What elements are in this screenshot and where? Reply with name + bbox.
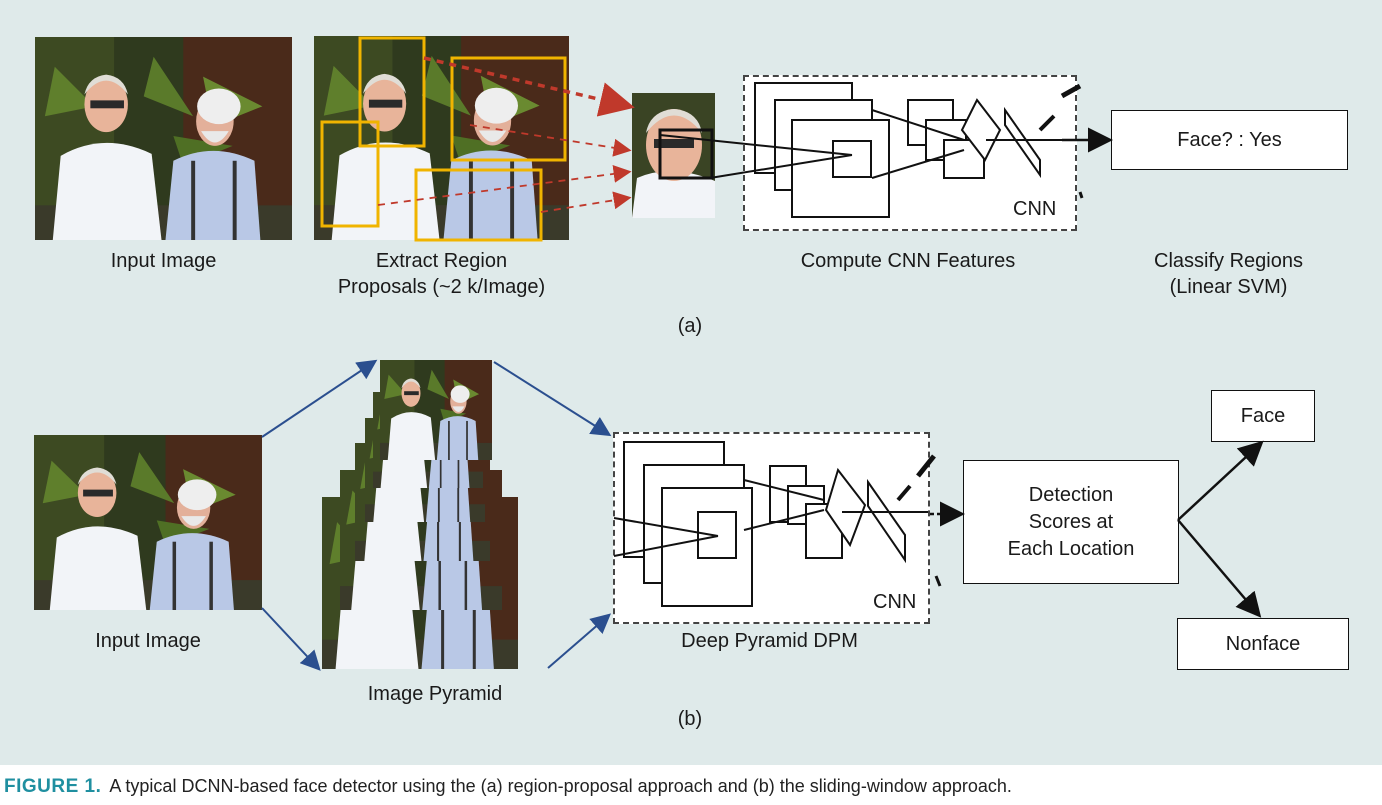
deep-pyramid-dpm-label: Deep Pyramid DPM <box>681 630 858 652</box>
image-pyramid-label: Image Pyramid <box>367 683 503 705</box>
proposal-box-2 <box>450 56 567 162</box>
caption-text: A typical DCNN-based face detector using… <box>109 776 1012 796</box>
cnn-glyph-b <box>613 441 942 607</box>
blue-arrow-1 <box>261 359 378 438</box>
proposals-label-line1: Extract Region <box>375 250 508 272</box>
classify-label-line2: (Linear SVM) <box>1169 276 1288 298</box>
cnn-glyph-a <box>659 82 1084 218</box>
red-arrow-2 <box>469 124 632 157</box>
nonface-box: Nonface <box>1177 618 1349 670</box>
face-yes-box: Face? : Yes <box>1111 110 1348 170</box>
classify-label-line1: Classify Regions <box>1154 250 1303 272</box>
sublabel-a: (a) <box>677 315 703 337</box>
blue-arrow-4 <box>547 613 612 669</box>
detection-line-3: Each Location <box>1007 537 1135 560</box>
caption-label: FIGURE 1. <box>4 775 102 797</box>
pyramid-arrows <box>261 359 612 671</box>
proposals-label-line2: Proposals (~2 k/Image) <box>337 276 546 298</box>
arrow-to-nonface <box>1177 519 1262 618</box>
figure-caption: FIGURE 1. A typical DCNN-based face dete… <box>0 768 1382 805</box>
arrow-to-face <box>1177 440 1264 521</box>
red-arrow-4 <box>540 191 632 213</box>
face-crop-box <box>658 128 714 180</box>
red-arrow-3 <box>377 164 632 206</box>
red-arrow-1 <box>423 56 635 117</box>
detection-line-2: Scores at <box>1028 510 1114 533</box>
input-image-label-b: Input Image <box>95 630 201 652</box>
cnn-tag-b: CNN <box>873 591 917 613</box>
diagram-overlay <box>261 36 1264 671</box>
blue-arrow-2 <box>261 607 321 671</box>
proposal-arrows <box>377 56 635 213</box>
blue-arrow-3 <box>493 361 612 437</box>
cnn-features-label: Compute CNN Features <box>800 250 1016 272</box>
input-image-label-a: Input Image <box>110 250 217 272</box>
detection-scores-box: Detection Scores at Each Location <box>963 460 1179 584</box>
sublabel-b: (b) <box>677 708 703 730</box>
cnn-tag-a: CNN <box>1013 198 1057 220</box>
cropped-face <box>632 93 715 218</box>
proposal-box-4 <box>414 168 543 242</box>
detection-line-1: Detection <box>1028 483 1114 506</box>
proposal-box-3 <box>320 120 380 228</box>
proposal-box-1 <box>358 36 426 148</box>
proposal-boxes <box>320 36 567 242</box>
